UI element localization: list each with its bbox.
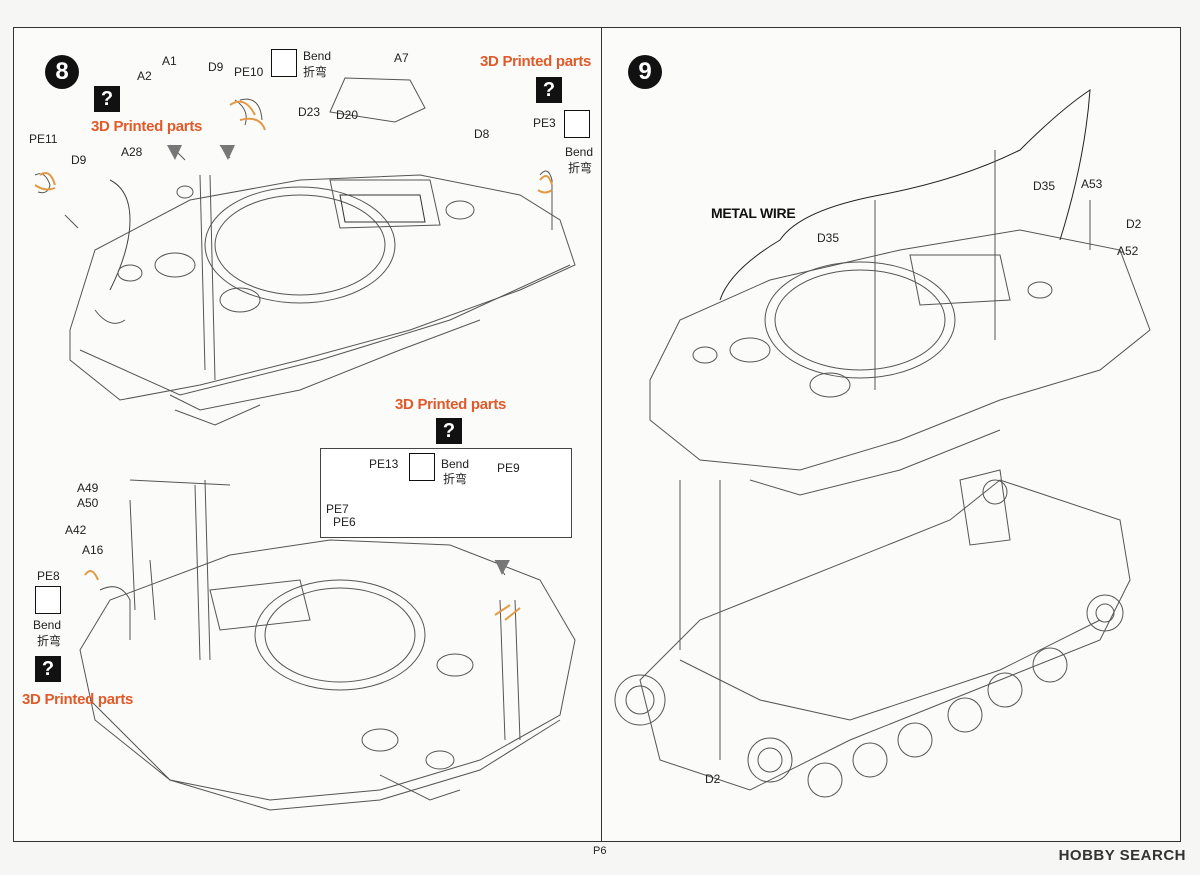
page-number: P6 <box>593 845 607 857</box>
printed-note-1: 3D Printed parts <box>91 118 203 135</box>
label-a2: A2 <box>137 69 152 83</box>
label-pe9: PE9 <box>497 461 520 475</box>
bend-icon-sub <box>409 453 435 481</box>
label-a42: A42 <box>65 523 87 537</box>
label-d35-top: D35 <box>1033 179 1056 193</box>
label-pe10: PE10 <box>234 65 264 79</box>
bend-label-pe8: Bend <box>33 618 62 632</box>
label-pe3: PE3 <box>533 116 556 130</box>
label-a7: A7 <box>394 51 409 65</box>
label-a50: A50 <box>77 496 99 510</box>
metal-wire-label: METAL WIRE <box>711 205 796 221</box>
bend-icon-pe3 <box>564 110 590 138</box>
label-pe8: PE8 <box>37 569 60 583</box>
label-a53: A53 <box>1081 177 1103 191</box>
label-d9-top: D9 <box>208 60 224 74</box>
bend-label-pe3-cn: 折弯 <box>568 161 593 175</box>
question-box-1: ? <box>94 86 120 112</box>
bend-label-top-cn: 折弯 <box>303 65 328 79</box>
label-a52: A52 <box>1117 244 1139 258</box>
step-8-panel <box>13 27 603 842</box>
printed-note-2: 3D Printed parts <box>480 53 592 70</box>
label-d35-left: D35 <box>817 231 840 245</box>
step-8-number: 8 <box>45 55 79 89</box>
label-a49: A49 <box>77 481 99 495</box>
label-d9-left: D9 <box>71 153 87 167</box>
bend-label-pe8-cn: 折弯 <box>37 634 62 648</box>
bend-label-pe3: Bend <box>565 145 594 159</box>
bend-label-sub-cn: 折弯 <box>443 472 468 486</box>
label-a1: A1 <box>162 54 177 68</box>
bend-icon-pe8 <box>35 586 61 614</box>
label-pe13: PE13 <box>369 457 399 471</box>
label-a16: A16 <box>82 543 104 557</box>
bend-label-top: Bend <box>303 49 332 63</box>
label-d20: D20 <box>336 108 359 122</box>
question-box-3: ? <box>436 418 462 444</box>
printed-note-3: 3D Printed parts <box>395 396 507 413</box>
printed-note-4: 3D Printed parts <box>22 691 134 708</box>
label-pe6: PE6 <box>333 515 356 529</box>
label-d2-bottom: D2 <box>705 772 721 786</box>
label-d2-right: D2 <box>1126 217 1142 231</box>
question-box-2: ? <box>536 77 562 103</box>
bend-label-sub: Bend <box>441 457 470 471</box>
label-d23: D23 <box>298 105 321 119</box>
label-pe7: PE7 <box>326 502 349 516</box>
label-pe11: PE11 <box>29 132 58 146</box>
watermark: HOBBY SEARCH <box>1058 847 1186 864</box>
question-box-4: ? <box>35 656 61 682</box>
step-9-number: 9 <box>628 55 662 89</box>
label-a28: A28 <box>121 145 143 159</box>
label-d8: D8 <box>474 127 490 141</box>
bend-icon-top <box>271 49 297 77</box>
pe-bending-subdiagram <box>320 448 572 538</box>
